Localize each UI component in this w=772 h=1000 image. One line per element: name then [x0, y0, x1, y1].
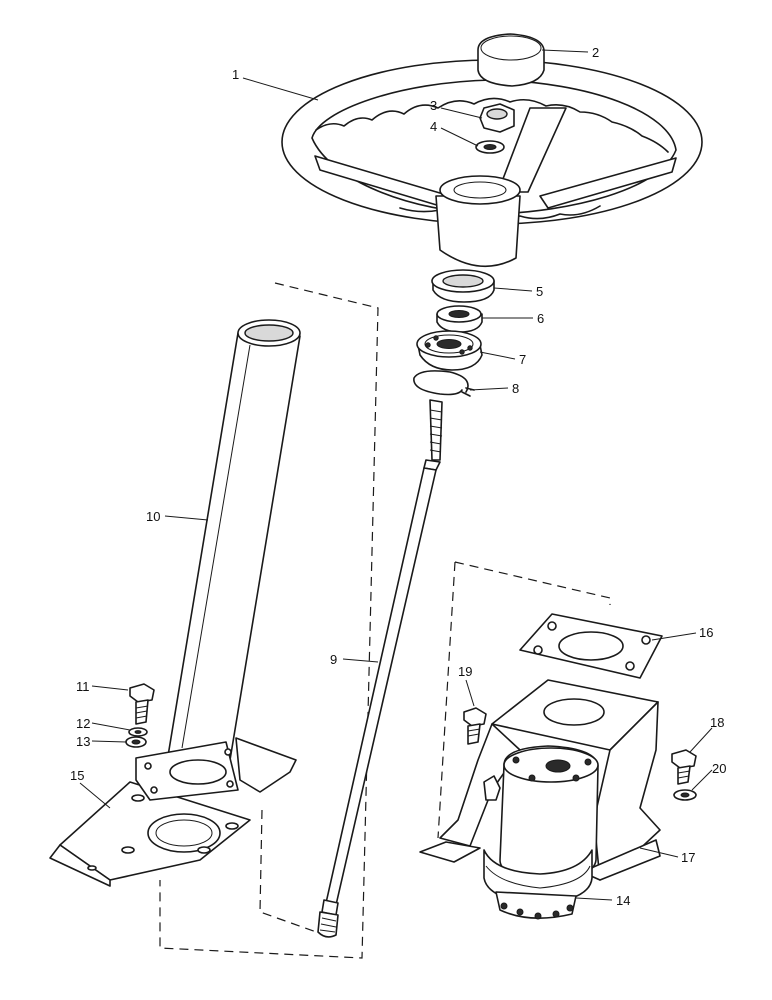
- callout-6: 6: [537, 311, 544, 326]
- gasket: [519, 613, 663, 679]
- circlip: [413, 370, 475, 397]
- callout-16: 16: [699, 625, 713, 640]
- callout-19: 19: [458, 664, 472, 679]
- callout-8: 8: [512, 381, 519, 396]
- callout-14: 14: [616, 893, 630, 908]
- column-tube: [167, 319, 301, 761]
- callout-1: 1: [232, 67, 239, 82]
- steering-shaft: [317, 399, 443, 938]
- steering-motor-unit: [483, 745, 599, 920]
- callout-labels: 1 2 3 4 5 6 7 8 9 10 11 12 13 14 15 16 1…: [70, 45, 726, 908]
- washer-right: [673, 789, 697, 801]
- callout-5: 5: [536, 284, 543, 299]
- spacer: [436, 305, 483, 333]
- assembly-guide-column: [159, 282, 379, 959]
- steering-wheel: [281, 59, 703, 268]
- callout-11: 11: [76, 679, 90, 694]
- nut: [479, 103, 515, 133]
- washer: [475, 140, 505, 154]
- callout-4: 4: [430, 119, 437, 134]
- callout-18: 18: [710, 715, 724, 730]
- callout-9: 9: [330, 652, 337, 667]
- callout-2: 2: [592, 45, 599, 60]
- callout-20: 20: [712, 761, 726, 776]
- assembly-guide-bracket: [437, 561, 611, 839]
- leader-lines: [79, 49, 713, 901]
- motor-bracket: [419, 679, 661, 881]
- callout-13: 13: [76, 734, 90, 749]
- horn-cap: [477, 33, 545, 87]
- bearing: [416, 330, 483, 371]
- callout-15: 15: [70, 768, 84, 783]
- bolt-right: [671, 749, 697, 785]
- callout-12: 12: [76, 716, 90, 731]
- bush: [431, 269, 495, 303]
- flat-washer-left: [125, 736, 147, 748]
- callout-7: 7: [519, 352, 526, 367]
- callout-17: 17: [681, 850, 695, 865]
- callout-3: 3: [430, 98, 437, 113]
- column-base-flange: [135, 737, 297, 801]
- bolt-bracket: [463, 707, 487, 745]
- callout-10: 10: [146, 509, 160, 524]
- bolt-left: [129, 683, 155, 725]
- spring-washer-left: [128, 727, 148, 737]
